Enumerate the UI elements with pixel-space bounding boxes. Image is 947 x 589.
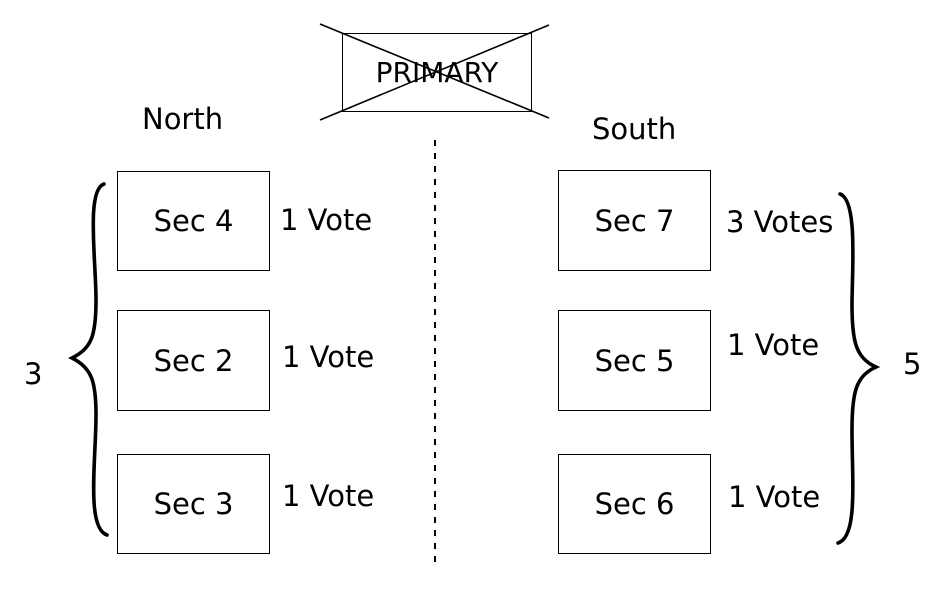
south-section-box: Sec 5: [558, 310, 711, 411]
north-section-box: Sec 4: [117, 171, 270, 271]
section-label: Sec 3: [153, 487, 234, 521]
section-label: Sec 7: [594, 203, 675, 238]
vote-count: 1 Vote: [280, 203, 373, 237]
north-total: 3: [24, 357, 43, 391]
section-label: Sec 4: [153, 204, 234, 238]
north-section-box: Sec 3: [117, 454, 270, 554]
south-section-box: Sec 7: [558, 170, 711, 271]
cross-line: [319, 24, 550, 121]
south-total: 5: [903, 347, 922, 381]
vote-count: 1 Vote: [728, 480, 821, 514]
south-section-box: Sec 6: [558, 454, 711, 554]
south-region-label: South: [592, 112, 677, 146]
vote-count: 3 Votes: [726, 205, 834, 239]
vote-count: 1 Vote: [727, 328, 820, 362]
primary-box: PRIMARY: [342, 33, 532, 112]
north-section-box: Sec 2: [117, 310, 270, 411]
vote-count: 1 Vote: [282, 479, 375, 513]
section-label: Sec 5: [594, 343, 675, 378]
north-region-label: North: [142, 102, 224, 136]
north-brace: [67, 182, 109, 537]
section-label: Sec 2: [153, 343, 234, 378]
south-brace: [836, 192, 881, 545]
cross-line: [319, 23, 550, 119]
vote-count: 1 Vote: [282, 340, 375, 374]
section-label: Sec 6: [594, 487, 675, 521]
